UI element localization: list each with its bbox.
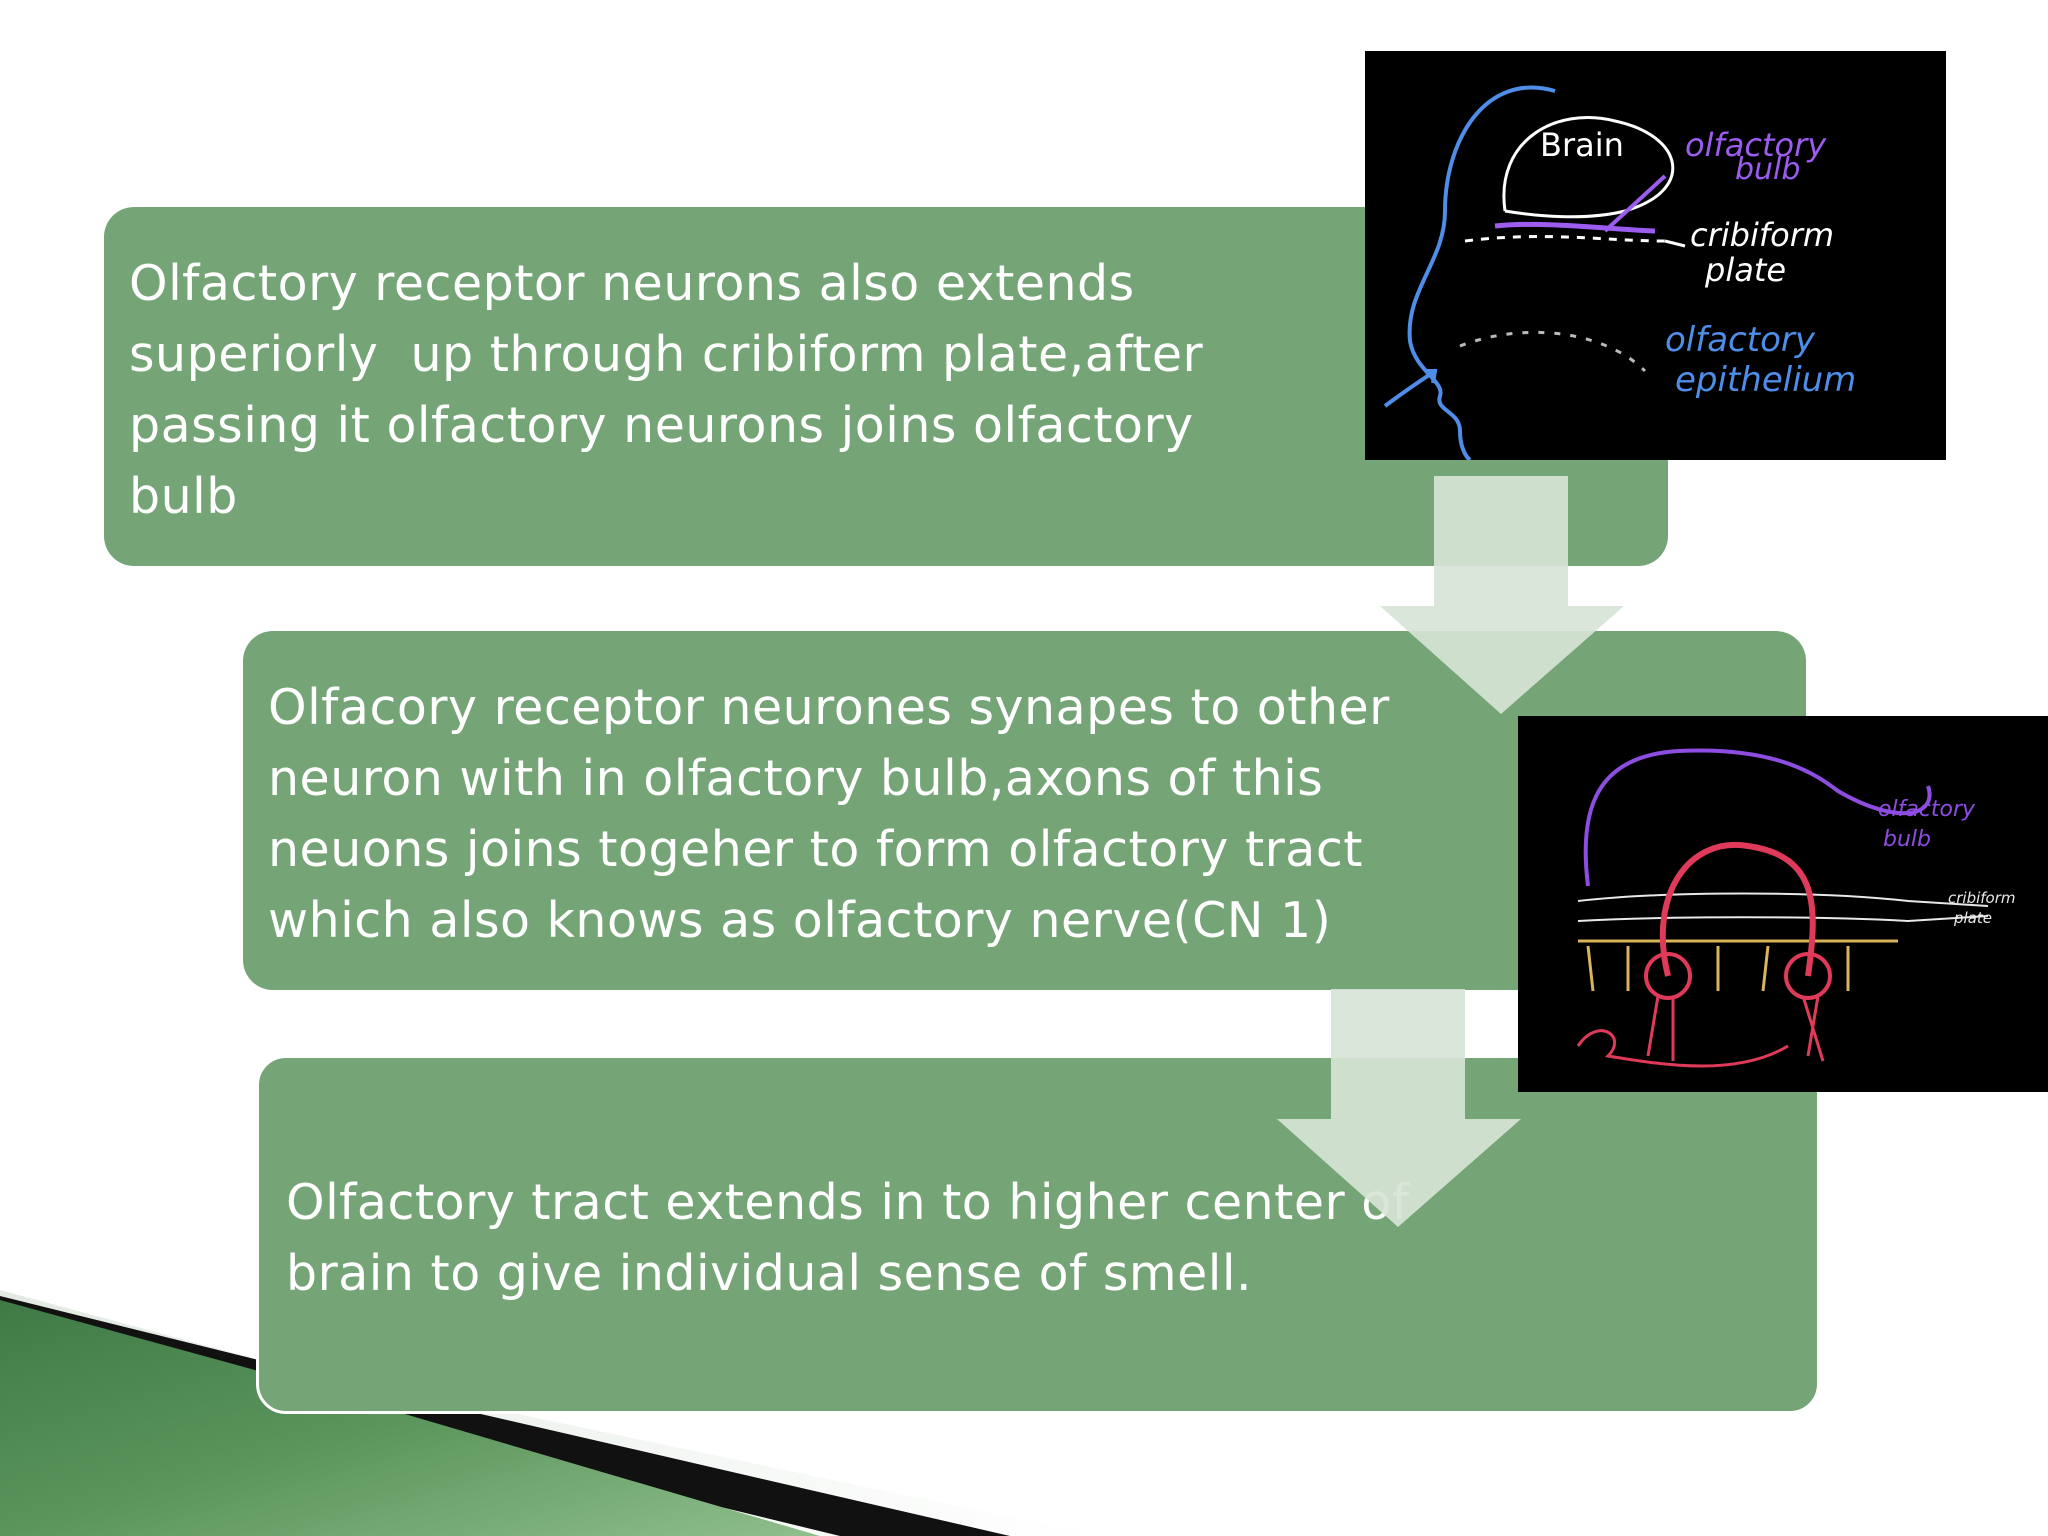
brain-label: Brain — [1540, 126, 1624, 164]
process-step-2-text: Olfacory receptor neurones synapes to ot… — [268, 679, 1390, 949]
process-step-3: Olfactory tract extends in to higher cen… — [256, 1055, 1820, 1414]
epithelium-label: olfactory — [1665, 320, 1816, 360]
cribiform-label-line2: plate — [1704, 251, 1786, 289]
cribiform-label: cribiform — [1690, 216, 1834, 254]
olfactory-bulb-label-line2: bulb — [1735, 152, 1800, 187]
process-step-3-text: Olfactory tract extends in to higher cen… — [286, 1174, 1409, 1302]
epithelium-label-line2: epithelium — [1675, 360, 1856, 400]
olfactory-bulb-label: olfactory — [1685, 126, 1827, 164]
down-arrow-icon — [1277, 989, 1521, 1227]
ribbon-green — [0, 1300, 820, 1536]
olfactory-bulb-label: olfactory — [1878, 797, 1976, 822]
cribiform-label: cribiform — [1948, 889, 2016, 907]
down-arrow-icon — [1380, 476, 1624, 714]
olfactory-bulb-diagram: olfactory bulb cribiform plate — [1518, 716, 2048, 1092]
cribiform-label-line2: plate — [1953, 909, 1992, 927]
olfactory-bulb-label-line2: bulb — [1883, 827, 1931, 852]
nasal-cavity-diagram: Brain olfactory bulb cribiform plate olf… — [1365, 51, 1946, 460]
process-step-1-text: Olfactory receptor neurons also extends … — [129, 255, 1204, 525]
